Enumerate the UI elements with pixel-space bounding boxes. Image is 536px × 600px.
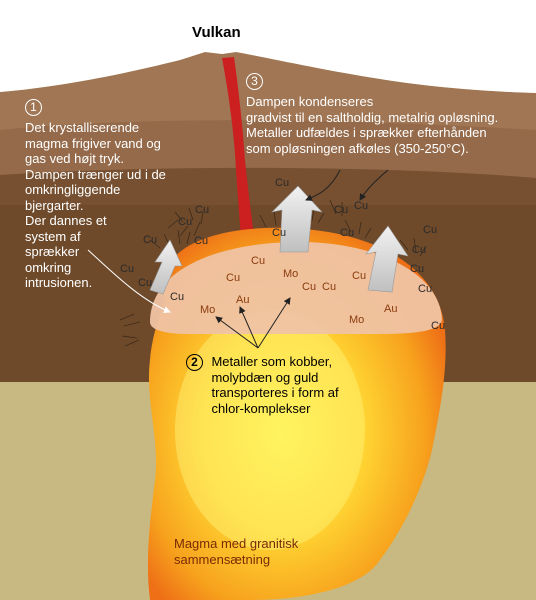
metal-cu: Cu: [138, 277, 152, 289]
metal-cu: Cu: [275, 177, 289, 189]
steam-arrow-left: [149, 239, 183, 295]
metal-cu: Cu: [412, 244, 426, 256]
step1-block: 1 Det krystalliserende magma frigiver va…: [25, 98, 166, 291]
step3-text: Dampen kondenseres gradvist til en salth…: [246, 94, 499, 156]
magma-glow: [175, 310, 365, 550]
metal-mo: Mo: [283, 268, 298, 280]
metal-mo: Mo: [349, 314, 364, 326]
mountain-shade-lower: [0, 167, 536, 210]
magma-label: Magma med granitisk sammensætning: [174, 536, 299, 567]
metal-cu: Cu: [418, 283, 432, 295]
step3-block: 3 Dampen kondenseres gradvist til en sal…: [246, 72, 498, 156]
metal-cu: Cu: [226, 272, 240, 284]
metal-cu: Cu: [143, 234, 157, 246]
step2-number: 2: [186, 354, 203, 371]
volcano-label: Vulkan: [192, 24, 241, 41]
metal-au: Au: [384, 303, 397, 315]
metal-cu: Cu: [302, 281, 316, 293]
metal-cu: Cu: [272, 227, 286, 239]
metal-cu: Cu: [340, 227, 354, 239]
metal-cu: Cu: [431, 320, 445, 332]
step3-leaders: [305, 169, 389, 201]
step1-number: 1: [25, 99, 42, 116]
step2-block: 2 Metaller som kobber, molybdæn og guld …: [186, 354, 339, 416]
steam-arrows: [149, 185, 409, 295]
steam-arrow-right: [365, 225, 409, 293]
metal-cu: Cu: [178, 216, 192, 228]
metal-mo: Mo: [200, 304, 215, 316]
step1-leader: [87, 249, 171, 314]
lava-conduit: [222, 57, 256, 252]
metal-cu: Cu: [194, 235, 208, 247]
metal-labels: Cu Cu Cu Cu Cu Cu Cu Cu Cu Cu Cu Cu Cu C…: [120, 177, 445, 332]
metal-cu: Cu: [170, 291, 184, 303]
metal-cu: Cu: [322, 281, 336, 293]
sky: [0, 0, 536, 93]
metal-au: Au: [236, 294, 249, 306]
metal-cu: Cu: [410, 263, 424, 275]
step2-text: Metaller som kobber, molybdæn og guld tr…: [211, 354, 339, 416]
step3-number: 3: [246, 73, 263, 90]
metal-cu: Cu: [352, 270, 366, 282]
step2-leaders: [215, 297, 291, 349]
cooling-cap: [150, 241, 442, 334]
fracture-network: [119, 199, 437, 347]
metal-cu: Cu: [195, 204, 209, 216]
metal-cu: Cu: [120, 263, 134, 275]
metal-cu: Cu: [423, 224, 437, 236]
metal-cu: Cu: [354, 200, 368, 212]
step1-text: Det krystalliserende magma frigiver vand…: [25, 120, 166, 290]
metal-cu: Cu: [334, 204, 348, 216]
metal-cu: Cu: [251, 255, 265, 267]
